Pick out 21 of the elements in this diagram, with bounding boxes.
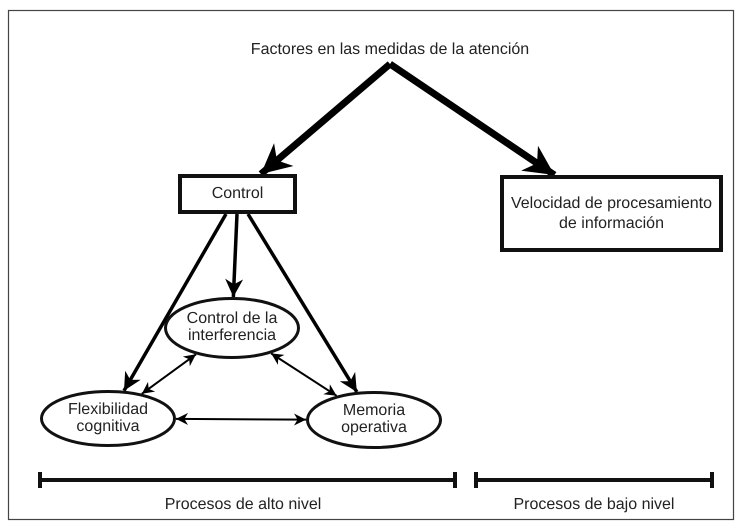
ellipse-node bbox=[164, 297, 300, 359]
arrow bbox=[258, 61, 392, 177]
arrow bbox=[270, 352, 338, 397]
arrow bbox=[246, 213, 358, 393]
heading-text: Factores en las medidas de la atención bbox=[240, 36, 540, 64]
arrow bbox=[388, 61, 556, 178]
process-box bbox=[178, 174, 297, 214]
node-label: Memoria operativa bbox=[340, 403, 408, 437]
range-label: Procesos de alto nivel bbox=[164, 496, 322, 514]
node-label: Control de la interferencia bbox=[186, 311, 278, 345]
process-box bbox=[500, 175, 723, 252]
ellipse-node bbox=[306, 391, 442, 449]
node-label: Flexibilidad cognitiva bbox=[66, 402, 150, 436]
ellipse-node bbox=[40, 390, 176, 447]
arrow bbox=[122, 213, 228, 392]
arrow bbox=[176, 412, 306, 426]
node-label: Velocidad de procesamiento de información bbox=[510, 194, 714, 233]
node-label: Control bbox=[210, 184, 264, 204]
range-label: Procesos de bajo nivel bbox=[512, 496, 676, 514]
arrow bbox=[141, 353, 197, 395]
arrow bbox=[225, 214, 244, 298]
